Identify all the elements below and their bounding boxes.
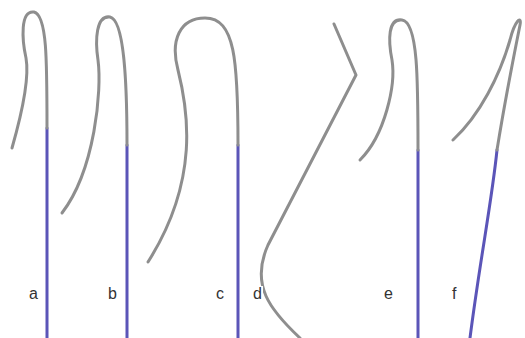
panel-letter: b	[107, 286, 118, 302]
panel-letter: a	[28, 286, 39, 302]
panel-letter: e	[383, 286, 394, 302]
wire-shaft	[237, 145, 240, 338]
panel-letter: f	[451, 286, 457, 302]
wire-tip	[62, 17, 127, 213]
wire-shaft	[126, 145, 129, 338]
wire-tip	[261, 24, 356, 338]
wire-shaft	[46, 128, 49, 338]
wire-tip	[148, 18, 238, 262]
wire-shaft	[417, 150, 420, 338]
panel-letter: c	[215, 286, 225, 302]
wire-tip	[453, 20, 520, 150]
wire-tip	[360, 20, 418, 160]
wire-shaft	[470, 150, 497, 338]
wire-tip	[12, 12, 47, 148]
panel-letter: d	[252, 286, 263, 302]
